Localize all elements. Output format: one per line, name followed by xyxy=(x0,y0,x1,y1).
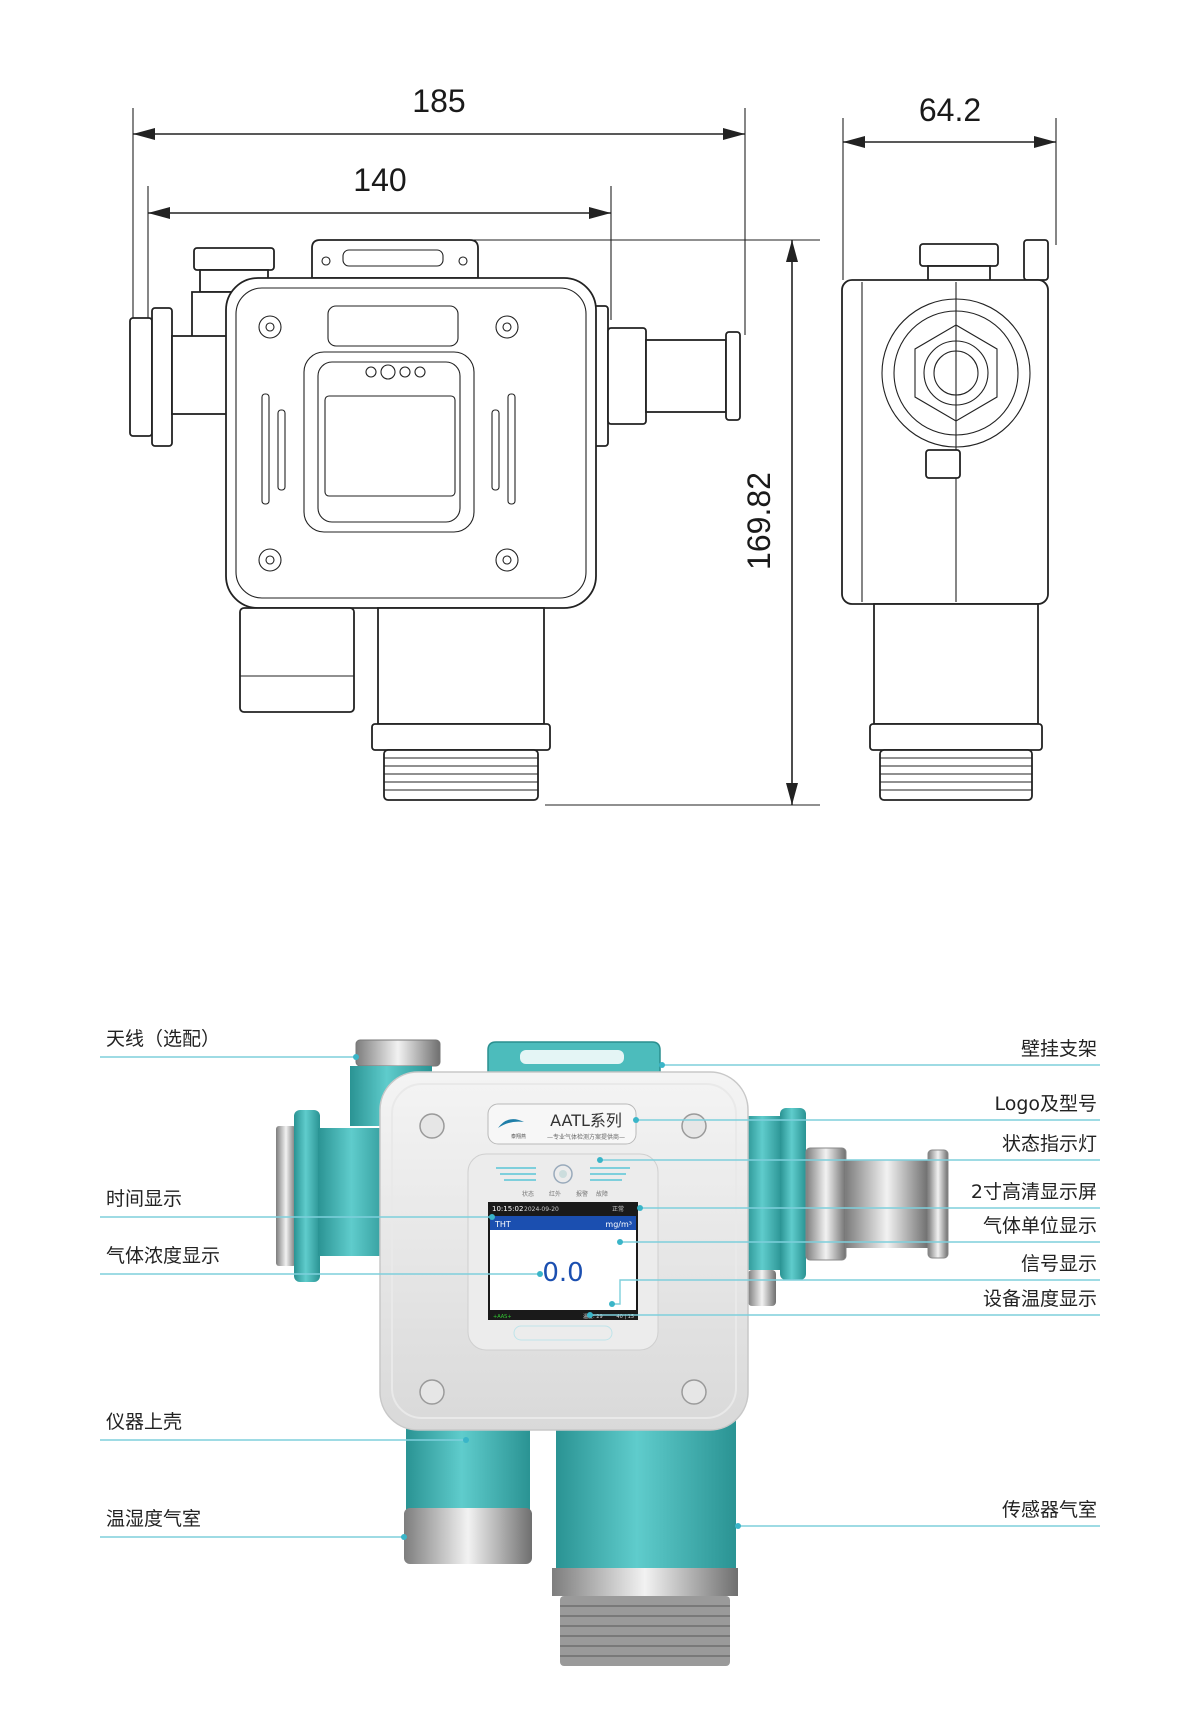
callout-signal-display: 信号显示 xyxy=(1021,1253,1097,1275)
indicator-label-status: 状态 xyxy=(522,1190,534,1198)
indicator-label-infrared: 红外 xyxy=(549,1190,561,1198)
screen-value: 0.0 xyxy=(542,1258,583,1288)
series-name: AATL系列 xyxy=(550,1111,622,1130)
screen-bottom-mid: 温度: 29 xyxy=(583,1313,603,1320)
callout-gas-unit: 气体单位显示 xyxy=(983,1215,1097,1237)
dimension-140: 140 xyxy=(147,162,612,325)
logo-plate xyxy=(487,1103,637,1145)
dimension-169-82-label: 169.82 xyxy=(741,472,777,570)
screen-date: 2024-09-20 xyxy=(524,1206,559,1213)
dimension-185-label: 185 xyxy=(412,83,465,119)
screen-status: 正常 xyxy=(612,1205,624,1213)
callout-antenna: 天线（选配） xyxy=(106,1028,220,1050)
callout-logo-model: Logo及型号 xyxy=(994,1093,1097,1115)
status-indicators: 状态 红外 报警 故障 xyxy=(496,1164,630,1198)
dimension-64-2: 64.2 xyxy=(842,92,1057,280)
screen-gas-name: THT xyxy=(494,1220,511,1229)
series-tagline: —专业气体检测方案提供商— xyxy=(547,1133,625,1141)
dimension-169-82: 169.82 xyxy=(470,239,820,806)
display-screen: 10:15:02 2024-09-20 正常 THT mg/m³ 0.0 +AA… xyxy=(488,1202,638,1320)
callout-device-temperature: 设备温度显示 xyxy=(983,1288,1097,1310)
screen-unit: mg/m³ xyxy=(605,1220,632,1229)
callouts: 天线（选配） 时间显示 气体浓度显示 仪器上壳 温湿度气室 壁挂支架 Logo及… xyxy=(100,1028,1100,1540)
side-view-drawing xyxy=(841,239,1049,801)
callout-humidity-chamber: 温湿度气室 xyxy=(106,1508,201,1530)
callout-display-screen: 2寸高清显示屏 xyxy=(971,1181,1097,1203)
brand-small: 泰翔燕 xyxy=(511,1133,526,1140)
indicator-label-fault: 故障 xyxy=(596,1190,608,1198)
screen-time: 10:15:02 xyxy=(492,1205,523,1213)
dimension-64-2-label: 64.2 xyxy=(919,92,981,128)
callout-upper-shell: 仪器上壳 xyxy=(106,1411,182,1433)
callout-wall-bracket: 壁挂支架 xyxy=(1021,1038,1097,1060)
technical-drawing: 185 140 64.2 169.82 xyxy=(129,83,1057,806)
screen-bottom-left: +AAS+ xyxy=(493,1314,512,1320)
dimension-185: 185 xyxy=(132,83,746,335)
screen-bottom-right: 40 | 15 xyxy=(616,1314,634,1320)
dimension-140-label: 140 xyxy=(353,162,406,198)
product-render: 泰翔燕 AATL系列 —专业气体检测方案提供商— 状态 红外 报警 故障 10:… xyxy=(276,1039,949,1666)
humidity-chamber xyxy=(406,1420,530,1518)
front-view-drawing xyxy=(129,239,741,801)
antenna xyxy=(355,1039,441,1067)
callout-gas-concentration: 气体浓度显示 xyxy=(106,1245,220,1267)
callout-sensor-chamber: 传感器气室 xyxy=(1002,1499,1097,1521)
brand-logo-icon xyxy=(498,1119,524,1128)
indicator-label-alarm: 报警 xyxy=(576,1190,588,1198)
callout-time-display: 时间显示 xyxy=(106,1188,182,1210)
sensor-chamber xyxy=(556,1420,736,1570)
callout-status-lights: 状态指示灯 xyxy=(1002,1133,1097,1155)
